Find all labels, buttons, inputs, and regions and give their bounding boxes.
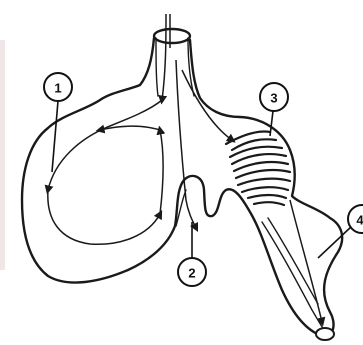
flow-arrow-rumen-bottom	[48, 190, 160, 244]
callout-4-label: 4	[356, 213, 363, 228]
callout-2-label: 2	[188, 266, 195, 281]
callout-4-leader	[318, 226, 352, 258]
stomach-body	[22, 29, 342, 340]
esophagus-wall-left	[156, 38, 158, 96]
abomasum-inner-line-2	[268, 218, 318, 304]
flow-arrow-rumen-loop	[48, 100, 162, 190]
flow-arrow-entry	[162, 14, 166, 100]
callout-1-label: 1	[54, 81, 61, 96]
callout-2: 2	[178, 222, 206, 286]
edge-watermark	[0, 40, 5, 270]
omasum-folds	[226, 132, 290, 206]
esophagus-opening	[154, 29, 190, 43]
callout-1-leader	[52, 101, 58, 172]
callout-3-label: 3	[270, 91, 277, 106]
flow-arrow-rumen-up	[160, 130, 163, 214]
callout-1: 1	[44, 73, 72, 172]
abomasum-inner-line	[262, 222, 326, 332]
flow-arrow-reticulum	[176, 60, 196, 228]
flow-arrow-abomasum	[290, 200, 322, 322]
callout-3-leader	[270, 111, 273, 136]
tube-opening	[316, 328, 334, 340]
